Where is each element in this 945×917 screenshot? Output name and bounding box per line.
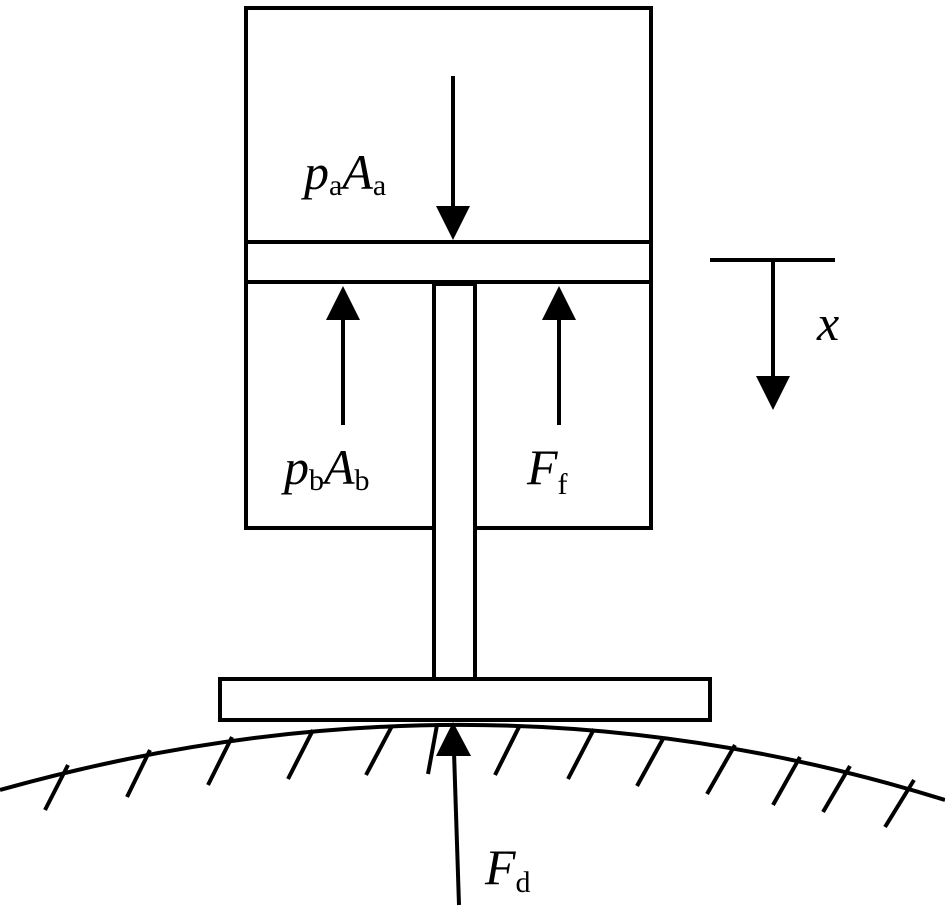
force-arrow-Ff — [542, 286, 576, 425]
displacement-x-indicator — [710, 258, 835, 410]
foot-plate — [218, 677, 712, 722]
force-arrow-Fd — [436, 722, 471, 906]
force-arrow-pb-Ab — [326, 286, 360, 425]
force-arrow-pa-Aa — [436, 76, 470, 240]
piston-plate — [244, 240, 653, 284]
piston-rod — [432, 282, 477, 682]
label-x: x — [816, 295, 839, 351]
label-Ff: Ff — [526, 439, 568, 501]
label-pa-Aa: paAa — [301, 144, 386, 202]
label-pb-Ab: pbAb — [281, 439, 370, 497]
label-Fd: Fd — [484, 839, 531, 899]
ground-hatching — [43, 724, 916, 829]
ground-surface — [0, 722, 945, 802]
